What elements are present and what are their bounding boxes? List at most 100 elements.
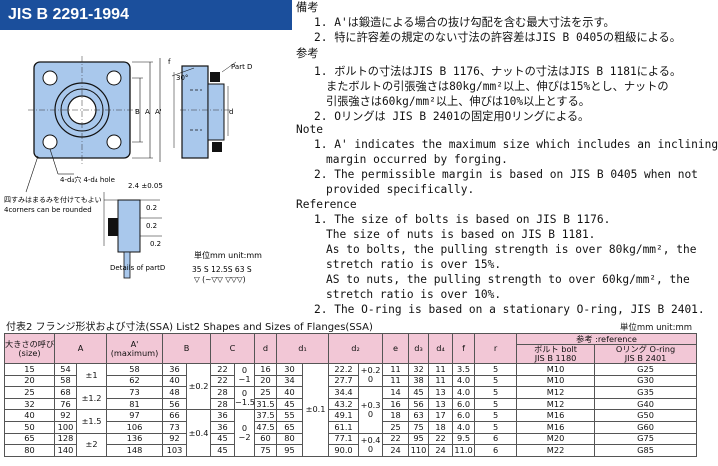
- ref-2: 2. The O-ring is based on a stationary O…: [314, 303, 705, 316]
- cell-d: 75: [254, 444, 278, 457]
- cell-size: 40: [4, 409, 55, 422]
- cell-d2: 27.7: [328, 374, 360, 388]
- col-d2: d₂: [328, 333, 384, 364]
- cell-e: 16: [382, 397, 410, 411]
- cell-a: 140: [54, 444, 77, 457]
- cell-e: 24: [382, 444, 410, 457]
- cell-oring: G25: [594, 363, 698, 376]
- angle-label: 30°: [176, 74, 188, 82]
- cell-d2: 43.2: [328, 397, 360, 411]
- tolerance-upper: +0.3: [360, 399, 381, 410]
- col-c: C: [210, 333, 256, 364]
- holes-label: 4-d₄穴 4-d₄ hole: [60, 175, 115, 184]
- cell-size: 50: [4, 420, 55, 434]
- cell-d4: 11: [428, 363, 454, 376]
- cell-bolt: M10: [516, 363, 596, 376]
- cell-size: 32: [4, 397, 55, 411]
- cell-b: 92: [162, 432, 188, 446]
- cell-b: 36: [162, 363, 188, 376]
- cell-e: 11: [382, 363, 410, 376]
- dim-a-prime-label: A': [155, 108, 162, 116]
- cell-size: 15: [4, 363, 55, 376]
- cell-d3: 110: [408, 444, 430, 457]
- cell-c-tolerance: 0−1.5: [234, 386, 256, 411]
- cell-b: 73: [162, 420, 188, 434]
- col-a: A: [53, 333, 108, 364]
- cell-d1: 34: [276, 374, 304, 388]
- dim-b-label: B: [135, 108, 140, 116]
- note-1a: 1. A' indicates the maximum size which i…: [314, 138, 718, 151]
- cell-b: 66: [162, 409, 188, 422]
- cell-d2: 77.1: [328, 432, 360, 446]
- cell-b-tolerance: ±0.4: [186, 409, 212, 457]
- cell-d3: 75: [408, 420, 430, 434]
- cell-bolt: M20: [516, 432, 596, 446]
- sankou-1b: またボルトの引張強さは80kg/mm²以上、伸びは15%とし、ナットの: [326, 80, 669, 93]
- cell-d: 31.5: [254, 397, 278, 411]
- roughness-symbols: ▽ (~▽▽ ▽▽▽): [194, 275, 246, 284]
- cell-a: 76: [54, 397, 77, 411]
- reference-heading: Reference: [296, 198, 357, 211]
- tolerance-lower: 0: [367, 408, 374, 419]
- cell-c: 28: [210, 397, 236, 411]
- col-d3: d₃: [408, 333, 430, 364]
- cell-a-prime: 136: [106, 432, 164, 446]
- cell-oring: G75: [594, 432, 698, 446]
- col-size: 大きさの呼び(size): [4, 333, 55, 364]
- cell-d1: 40: [276, 386, 304, 399]
- cell-d4: 24: [428, 444, 454, 457]
- cell-a-prime: 81: [106, 397, 164, 411]
- cell-d: 47.5: [254, 420, 278, 434]
- ref-1f: stretch ratio is over 10%.: [326, 288, 502, 301]
- cell-bolt: M12: [516, 386, 596, 399]
- cell-c: 45: [210, 432, 236, 446]
- cell-d4: 22: [428, 432, 454, 446]
- cell-d3: 45: [408, 386, 430, 399]
- cell-d1: 30: [276, 363, 304, 376]
- cell-f: 11.0: [452, 444, 476, 457]
- dim-f-label: f: [168, 58, 171, 66]
- cell-d1: 55: [276, 409, 304, 422]
- col-f: f: [452, 333, 476, 364]
- note-2b: provided specifically.: [326, 183, 475, 196]
- col-e: e: [382, 333, 410, 364]
- cell-f: 4.0: [452, 374, 476, 388]
- bikou-heading: 備考: [296, 1, 319, 14]
- notes-panel: 備考 1. A'は鍛造による場合の抜け勾配を含む最大寸法を示す。 2. 特に許容…: [296, 0, 718, 320]
- tolerance-lower: −1: [238, 374, 251, 385]
- cell-c-tolerance: 0−2: [234, 409, 256, 457]
- table-caption: 付表2 フランジ形状および寸法(SSA) List2 Shapes and Si…: [6, 322, 373, 333]
- flange-side-view: [171, 61, 237, 159]
- cell-d: 37.5: [254, 409, 278, 422]
- cell-d4: 17: [428, 409, 454, 422]
- cell-r: 5: [474, 397, 518, 411]
- cell-d3: 38: [408, 374, 430, 388]
- cell-d2: 22.2: [328, 363, 360, 376]
- corners-en-label: 4corners can be rounded: [4, 206, 92, 214]
- tolerance-upper: 0: [241, 423, 248, 434]
- cell-c: 45: [210, 444, 236, 457]
- col-d4: d₄: [428, 333, 454, 364]
- cell-bolt: M12: [516, 397, 596, 411]
- dim-2-4-label: 2.4 ±0.05: [128, 182, 163, 190]
- tolerance-upper: +0.4: [360, 434, 381, 445]
- cell-size: 25: [4, 386, 55, 399]
- sankou-heading: 参考: [296, 47, 319, 60]
- part-d-label: Part D: [231, 63, 252, 71]
- tolerance-lower: 0: [367, 374, 374, 385]
- cell-c: 22: [210, 363, 236, 376]
- cell-d2: 61.1: [328, 420, 360, 434]
- cell-a-prime: 148: [106, 444, 164, 457]
- dim-0-2-a-label: 0.2: [146, 204, 157, 212]
- cell-d: 20: [254, 374, 278, 388]
- cell-b-tolerance: ±0.2: [186, 362, 212, 411]
- tolerance-lower: −2: [238, 432, 251, 443]
- cell-b: 56: [162, 397, 188, 411]
- cell-f: 6.0: [452, 397, 476, 411]
- cell-d4: 18: [428, 420, 454, 434]
